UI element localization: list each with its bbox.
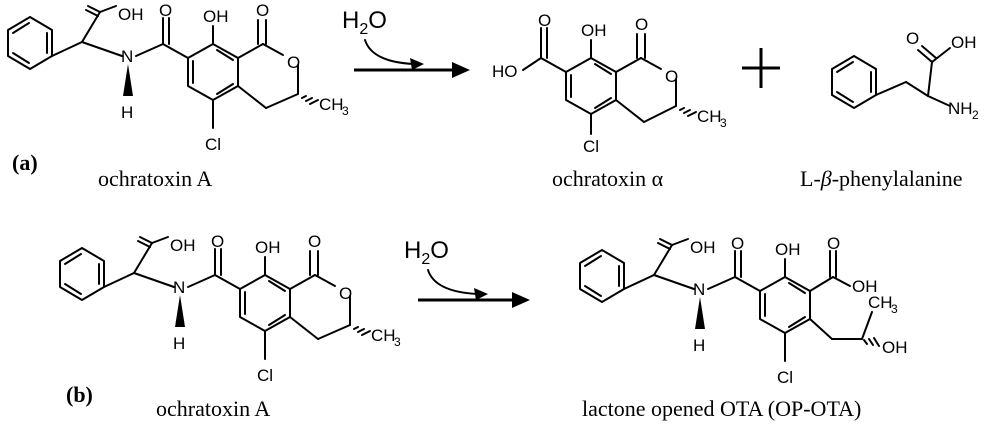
- reagent-water-b: H2O: [404, 237, 449, 268]
- caption-ochratoxin-alpha: ochratoxin α: [552, 166, 664, 191]
- panel-b: OH N H O OH O O CH 3 Cl (b) ochratoxin A…: [59, 232, 908, 421]
- curved-arrow-head-a: [410, 58, 424, 70]
- atom-ch: CH: [371, 326, 396, 345]
- panel-label-b: (b): [66, 382, 93, 407]
- atom-ch-sub: 3: [891, 302, 898, 316]
- atom-oh: OH: [852, 277, 878, 296]
- atom-oh: OH: [255, 238, 281, 257]
- atom-nh: NH: [948, 99, 973, 118]
- atom-o: O: [287, 53, 300, 72]
- atom-h: H: [173, 334, 185, 353]
- atom-oh: OH: [170, 236, 196, 255]
- reaction-arrowhead-a: [452, 62, 470, 78]
- atom-o: O: [538, 11, 551, 30]
- atom-cl: Cl: [257, 366, 273, 385]
- curved-arrow-b: [427, 269, 479, 295]
- curved-arrow-head-b: [474, 288, 488, 300]
- atom-ch: CH: [697, 107, 722, 126]
- atom-n: N: [173, 278, 185, 297]
- atom-ch: CH: [868, 293, 893, 312]
- reaction-arrowhead-b: [512, 292, 530, 308]
- atom-ho: HO: [492, 62, 518, 81]
- atom-o: O: [827, 234, 840, 253]
- atom-oh: OH: [951, 33, 977, 52]
- caption-op-ota: lactone opened OTA (OP-OTA): [582, 396, 861, 421]
- caption-ochratoxin-a-a: ochratoxin A: [98, 166, 212, 191]
- atom-o: O: [635, 15, 648, 34]
- atom-oh: OH: [690, 238, 716, 257]
- atom-ch-sub: 3: [720, 116, 727, 130]
- atom-oh: OH: [581, 21, 607, 40]
- atom-n: N: [121, 47, 133, 66]
- atom-o: O: [159, 1, 172, 20]
- panel-label-a: (a): [12, 150, 38, 175]
- atom-cl: Cl: [205, 135, 221, 154]
- atom-o: O: [339, 284, 352, 303]
- ochratoxin-a-structure-b: OH N H O OH O O CH 3 Cl: [59, 232, 401, 385]
- phenylalanine-structure: O OH NH 2: [831, 29, 979, 122]
- op-ota-structure: OH N H O OH O OH CH 3 OH Cl: [579, 234, 908, 387]
- caption-phenylalanine: L-β-phenylalanine: [800, 166, 962, 191]
- atom-o: O: [665, 67, 678, 86]
- plus-sign: [742, 48, 780, 88]
- ochratoxin-alpha-structure: HO O OH O O CH 3 Cl: [492, 11, 727, 156]
- atom-o: O: [308, 232, 321, 251]
- atom-ch-sub: 3: [342, 104, 349, 118]
- atom-oh: OH: [203, 7, 229, 26]
- caption-ochratoxin-a-b: ochratoxin A: [156, 396, 270, 421]
- curved-arrow-a: [364, 39, 415, 65]
- atom-oh: OH: [118, 5, 144, 24]
- atom-nh-sub: 2: [972, 108, 979, 122]
- atom-o: O: [906, 29, 919, 48]
- atom-ch: CH: [319, 95, 344, 114]
- ochratoxin-a-structure-a: OH N H O OH O O CH 3 Cl: [7, 1, 349, 154]
- atom-oh: OH: [775, 240, 801, 259]
- atom-n: N: [693, 280, 705, 299]
- reagent-water-a: H2O: [342, 7, 387, 38]
- atom-h: H: [121, 103, 133, 122]
- atom-cl: Cl: [777, 368, 793, 387]
- atom-o: O: [731, 234, 744, 253]
- atom-cl: Cl: [583, 137, 599, 156]
- panel-a: OH N H O OH O O CH 3 Cl (a) ochratoxin A…: [7, 1, 979, 191]
- atom-oh: OH: [882, 338, 908, 357]
- atom-h: H: [693, 336, 705, 355]
- atom-o: O: [256, 1, 269, 20]
- atom-o: O: [211, 232, 224, 251]
- atom-ch-sub: 3: [394, 335, 401, 349]
